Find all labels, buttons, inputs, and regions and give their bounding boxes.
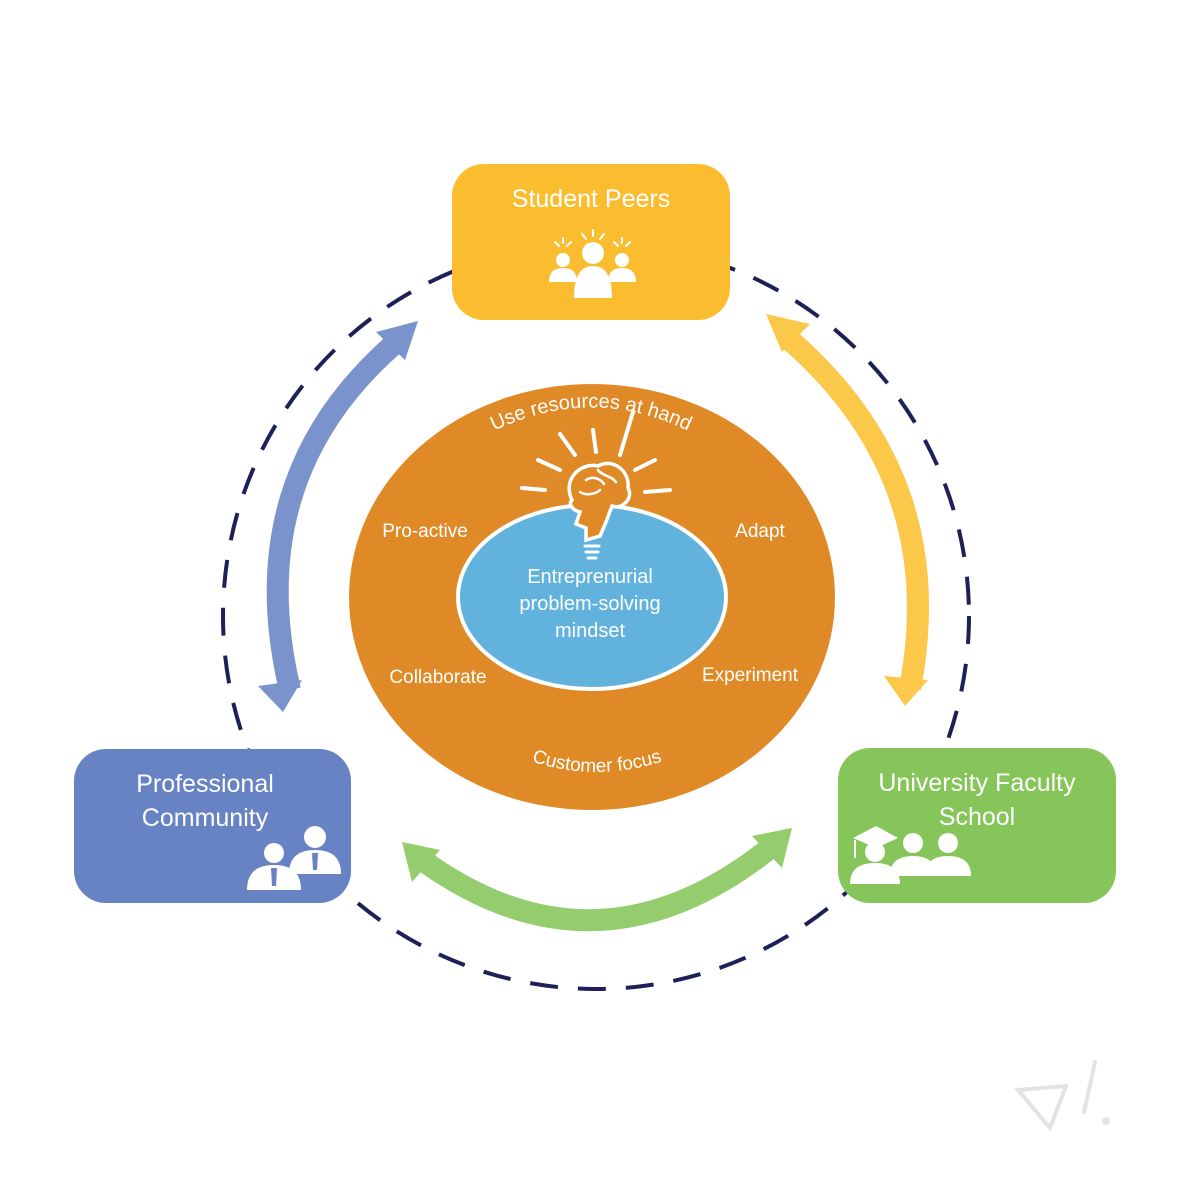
student-peers-label: Student Peers	[512, 185, 670, 213]
trait-collaborate: Collaborate	[389, 667, 486, 688]
university-line-1: University Faculty	[878, 769, 1076, 797]
center-line-3: mindset	[555, 620, 625, 642]
professional-community-line-1: Professional	[136, 770, 274, 798]
professional-community-line-2: Community	[142, 804, 269, 832]
dashed-ring	[221, 241, 971, 991]
center-line-1: Entreprenurial	[527, 566, 653, 588]
professional-community-node[interactable]: Professional Community	[74, 749, 351, 903]
center-line-2: problem-solving	[519, 593, 660, 615]
university-node[interactable]: University Faculty School	[838, 748, 1116, 903]
student-peers-node[interactable]: Student Peers	[452, 164, 730, 320]
brain-lightbulb-icon	[520, 410, 672, 560]
graduates-icon	[850, 826, 971, 884]
arrow-student-university	[766, 314, 929, 706]
trait-adapt: Adapt	[735, 521, 785, 542]
arrow-professional-student	[258, 321, 418, 712]
group-ideas-icon	[549, 229, 636, 298]
trait-pro-active: Pro-active	[382, 521, 468, 542]
watermark-mark	[1013, 1060, 1110, 1132]
business-people-icon	[247, 826, 341, 890]
trait-experiment: Experiment	[702, 665, 799, 686]
arrow-professional-university	[402, 828, 792, 932]
university-line-2: School	[939, 803, 1015, 831]
